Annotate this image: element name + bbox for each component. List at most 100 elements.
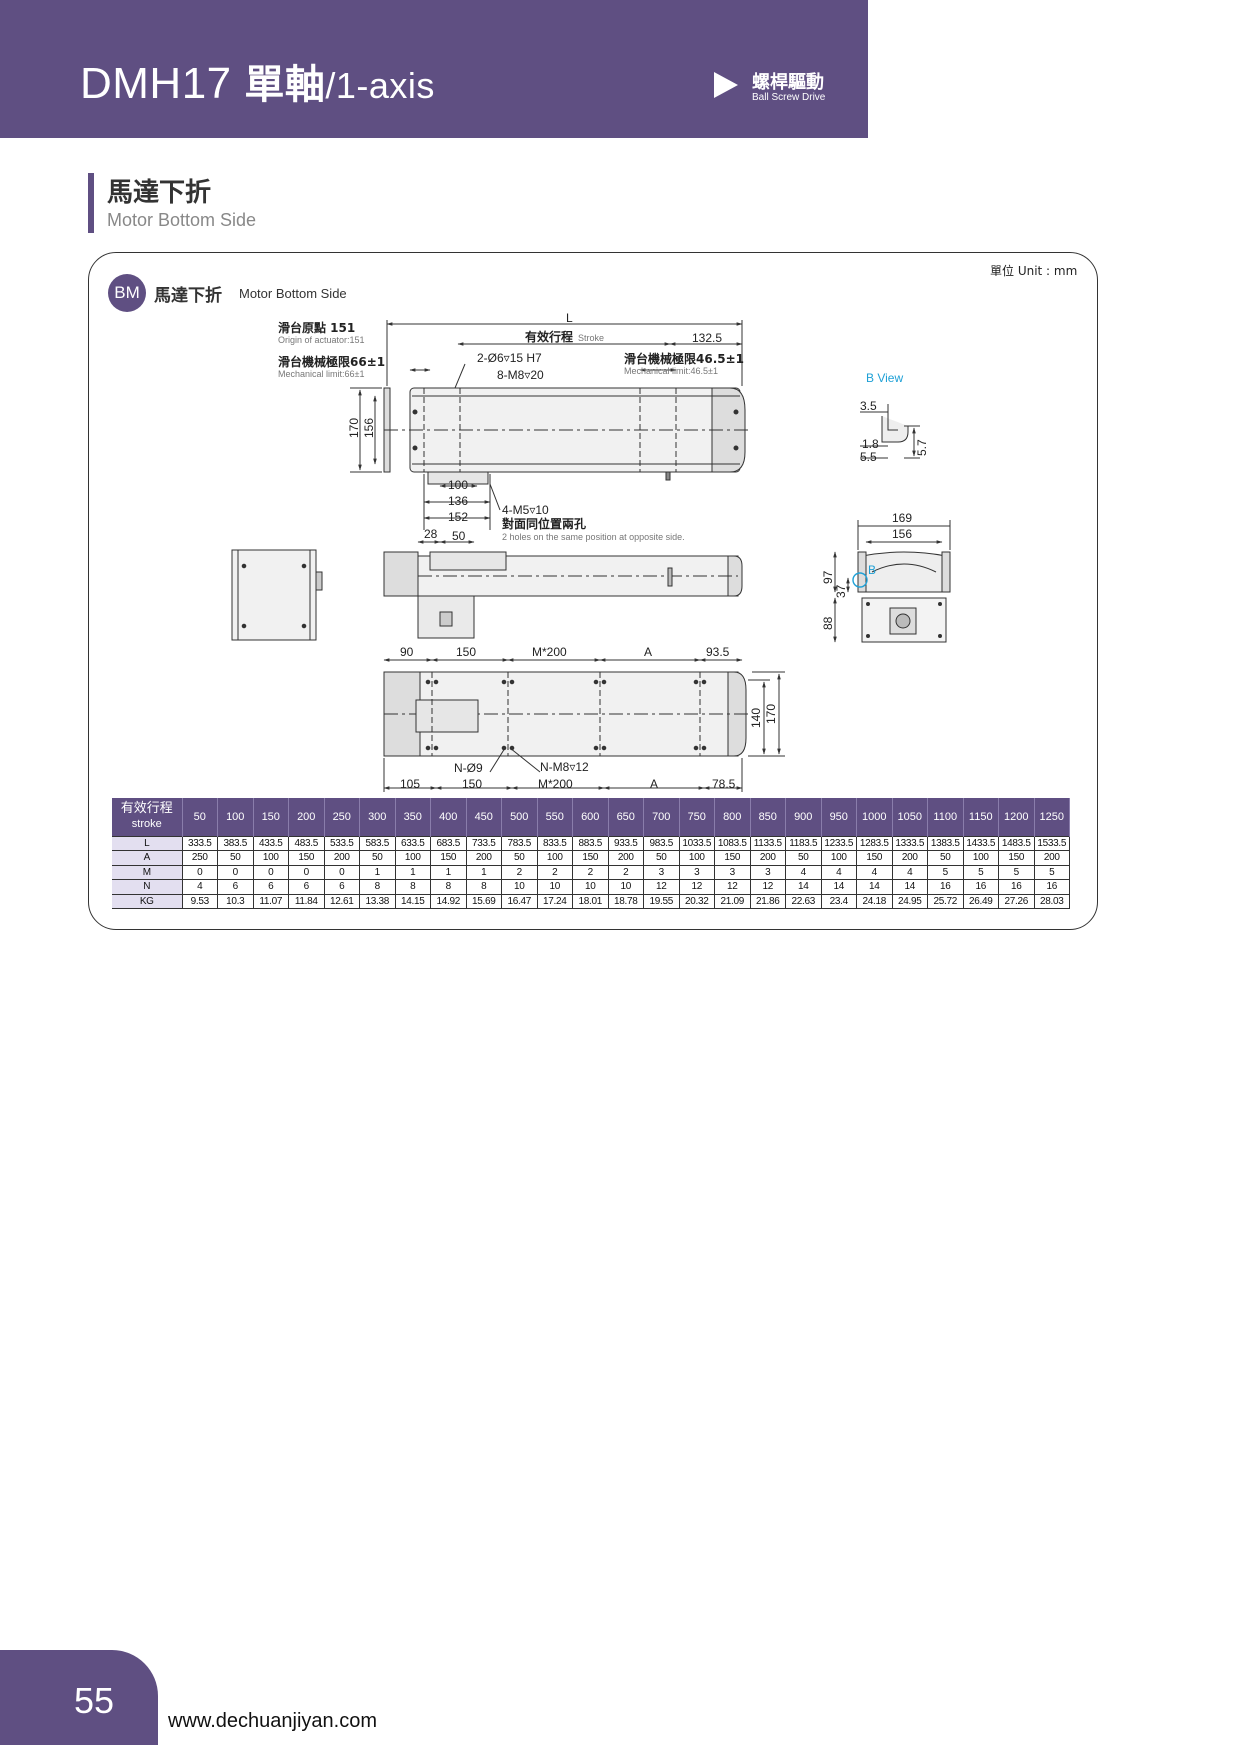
table-cell: 14 [892,879,928,895]
table-cell: 2 [501,865,538,880]
dim-5-7: 5.7 [915,439,929,456]
dim-150b: 150 [462,777,482,791]
table-cell: 14 [856,879,893,895]
badge-cn: 螺桿驅動 [752,72,824,93]
table-row-label: M [112,865,183,880]
dim-150: 150 [456,645,476,659]
table-cell: 10 [608,879,644,895]
table-cell: 200 [750,850,786,866]
bm-badge: BM [108,274,146,312]
table-cell: 25.72 [927,894,964,909]
drawing-title-cn: 馬達下折 [154,286,222,306]
title-cn: 單軸 [244,62,326,108]
table-cell: 23.4 [821,894,857,909]
mech-right-en: Mechanical limit:46.5±1 [624,366,718,376]
table-cell: 10.3 [217,894,254,909]
table-cell: 50 [501,850,538,866]
hole-spec-1: 2-Ø6▿15 H7 [477,351,542,365]
table-cell: 5 [963,865,999,880]
badge-en: Ball Screw Drive [752,92,826,103]
b-view-label: B View [866,371,903,385]
table-cell: 10 [501,879,538,895]
dim-1-8: 1.8 [862,437,879,451]
table-cell: 12 [679,879,715,895]
table-cell: 100 [679,850,715,866]
table-cell: 50 [785,850,822,866]
table-cell: 983.5 [643,835,680,851]
table-cell: 100 [821,850,857,866]
table-cell: 16 [963,879,999,895]
table-cell: 13.38 [359,894,396,909]
table-cell: 833.5 [537,835,573,851]
table-cell: 333.5 [182,835,218,851]
table-cell: 50 [217,850,254,866]
table-cell: 26.49 [963,894,999,909]
table-head-cell: 1050 [892,798,928,836]
table-cell: 21.09 [714,894,751,909]
table-row-label: A [112,850,183,866]
table-head-cell: 950 [821,798,857,836]
table-cell: 5 [998,865,1035,880]
table-cell: 733.5 [466,835,502,851]
table-cell: 6 [288,879,325,895]
dim-152: 152 [448,510,468,524]
table-cell: 583.5 [359,835,396,851]
table-head-cell: 350 [395,798,431,836]
m5-en: 2 holes on the same position at opposite… [502,532,685,542]
table-cell: 14 [821,879,857,895]
table-head-cell: 800 [714,798,751,836]
page-title: DMH17 單軸/1-axis [80,52,435,110]
table-head-cell: 700 [643,798,680,836]
dim-90: 90 [400,645,414,659]
title-model: DMH17 [80,59,232,108]
table-cell: 383.5 [217,835,254,851]
table-cell: 100 [253,850,289,866]
dim-78-5: 78.5 [712,777,736,791]
title-axis: /1-axis [325,65,435,106]
table-head-cell: 1250 [1034,798,1070,836]
table-row-label: N [112,879,183,895]
b-marker: B [868,563,876,577]
table-cell: 4 [182,879,218,895]
table-head-cell: 400 [430,798,467,836]
dim-37: 37 [834,584,848,598]
table-row-label: KG [112,894,183,909]
table-cell: 0 [253,865,289,880]
table-cell: 0 [182,865,218,880]
table-cell: 10 [572,879,609,895]
stroke-cn: 有效行程 [525,329,573,344]
table-cell: 1483.5 [998,835,1035,851]
table-cell: 633.5 [395,835,431,851]
table-cell: 1 [430,865,467,880]
dim-88: 88 [821,616,835,630]
table-cell: 1333.5 [892,835,928,851]
table-head-cell: 100 [217,798,254,836]
dim-A: A [644,645,652,659]
head-cn: 有效行程 [120,801,173,817]
page-number: 55 [74,1680,115,1721]
table-cell: 20.32 [679,894,715,909]
table-cell: 883.5 [572,835,609,851]
table-head-cell: 1200 [998,798,1035,836]
table-cell: 1433.5 [963,835,999,851]
right-end-view [852,551,951,643]
table-cell: 4 [821,865,857,880]
table-cell: 533.5 [324,835,360,851]
table-cell: 1383.5 [927,835,964,851]
table-cell: 19.55 [643,894,680,909]
table-cell: 683.5 [430,835,467,851]
table-head-cell: 550 [537,798,573,836]
section-title-en: Motor Bottom Side [107,210,257,230]
table-cell: 16 [1034,879,1070,895]
table-cell: 150 [714,850,751,866]
table-cell: 1 [466,865,502,880]
table-head-cell: 750 [679,798,715,836]
dim-m200b: M*200 [538,777,573,791]
head-en: stroke [131,818,162,831]
table-cell: 4 [856,865,893,880]
n9-spec: N-Ø9 [454,761,483,775]
table-cell: 6 [324,879,360,895]
